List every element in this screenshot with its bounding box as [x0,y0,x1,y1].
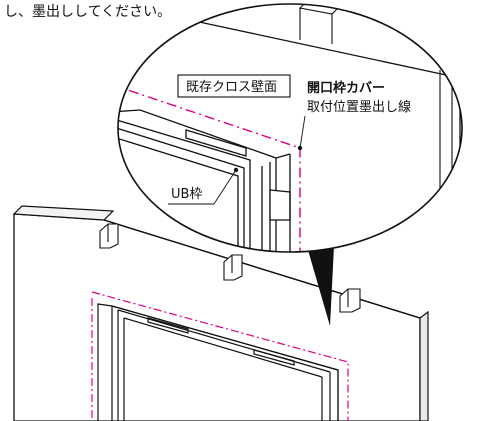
cover-title: 開口枠カバー [307,80,385,96]
cover-callout: 開口枠カバー 取付位置墨出し線 [297,80,411,151]
instruction-text: し、墨出ししてください。 [4,4,171,20]
marking-line-lower-top [91,291,349,421]
cover-subtitle: 取付位置墨出し線 [307,99,411,115]
magnifier-pointer [308,246,334,326]
ub-frame-callout: UB枠 [168,167,239,205]
ub-frame-label: UB枠 [171,187,202,202]
magnified-detail [118,4,462,252]
existing-wall-callout: 既存クロス壁面 [177,74,291,98]
existing-wall-label: 既存クロス壁面 [186,80,277,95]
wall-brackets [99,223,361,313]
opening-frame-lower [97,303,339,421]
magnifier-circle [117,3,463,253]
